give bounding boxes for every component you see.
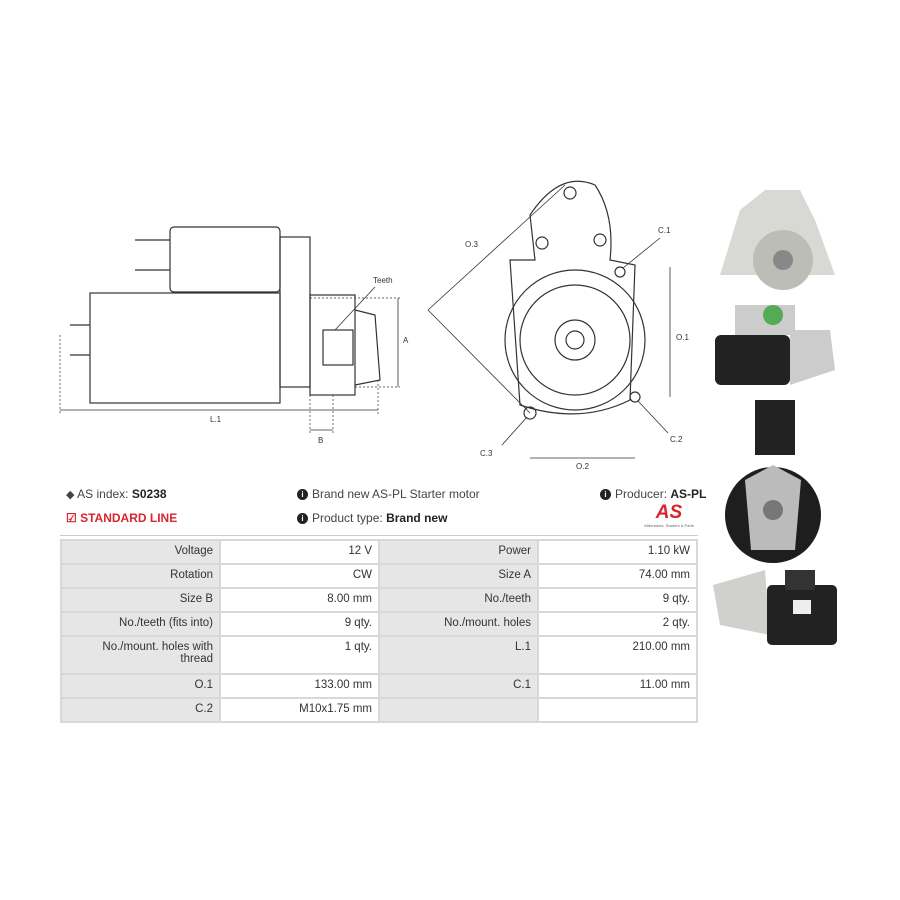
standard-line-badge: ☑ STANDARD LINE <box>66 511 178 525</box>
photo-side-view <box>715 305 835 385</box>
spec-label: No./teeth <box>378 587 539 613</box>
info-icon: i <box>297 489 308 500</box>
label-c1: C.1 <box>658 226 671 235</box>
label-l1: L.1 <box>210 415 222 424</box>
spec-label: No./mount. holes <box>378 611 539 637</box>
spec-label: Voltage <box>60 539 221 565</box>
spec-value: 2 qty. <box>537 611 698 637</box>
spec-label: Rotation <box>60 563 221 589</box>
spec-label: No./teeth (fits into) <box>60 611 221 637</box>
label-a: A <box>403 336 409 345</box>
label-o3: O.3 <box>465 240 478 249</box>
spec-label: No./mount. holes with thread <box>60 635 221 675</box>
info-icon: i <box>600 489 611 500</box>
spec-label: C.1 <box>378 673 539 699</box>
spec-label: Size A <box>378 563 539 589</box>
spec-label: Size B <box>60 587 221 613</box>
spec-value <box>537 697 698 723</box>
product-photos <box>713 190 837 645</box>
spec-value: 9 qty. <box>537 587 698 613</box>
spec-value: 210.00 mm <box>537 635 698 675</box>
divider <box>60 535 698 536</box>
spec-value: 9 qty. <box>219 611 380 637</box>
spec-value: 8.00 mm <box>219 587 380 613</box>
label-o2: O.2 <box>576 462 589 470</box>
spec-label <box>378 697 539 723</box>
as-pl-logo: AS Alternators, Starters & Parts <box>644 502 694 529</box>
spec-value: 11.00 mm <box>537 673 698 699</box>
spec-value: 12 V <box>219 539 380 565</box>
label-o1: O.1 <box>676 333 689 342</box>
tag-icon: ◆ <box>66 489 75 501</box>
label-c3: C.3 <box>480 449 493 458</box>
label-teeth: Teeth <box>373 276 393 285</box>
spec-label: L.1 <box>378 635 539 675</box>
checkbox-icon: ☑ <box>66 511 77 525</box>
spec-value: 133.00 mm <box>219 673 380 699</box>
spec-value: 74.00 mm <box>537 563 698 589</box>
label-c2: C.2 <box>670 435 683 444</box>
photo-rear-view <box>725 400 821 563</box>
side-view-diagram: L.1 B A Teeth <box>59 226 409 445</box>
label-b: B <box>318 436 323 445</box>
table-row: No./teeth (fits into)9 qty.No./mount. ho… <box>60 611 698 637</box>
spec-value: 1.10 kW <box>537 539 698 565</box>
photo-front-flange <box>720 190 835 290</box>
spec-value: M10x1.75 mm <box>219 697 380 723</box>
front-view-diagram: O.3 C.1 O.1 C.2 C.3 O.2 <box>427 180 689 470</box>
as-index: ◆ AS index: S0238 <box>66 487 167 501</box>
spec-value: 1 qty. <box>219 635 380 675</box>
spec-label: O.1 <box>60 673 221 699</box>
spec-label: C.2 <box>60 697 221 723</box>
spec-value: CW <box>219 563 380 589</box>
info-icon: i <box>297 513 308 524</box>
spec-label: Power <box>378 539 539 565</box>
photo-angled-view <box>713 570 837 645</box>
